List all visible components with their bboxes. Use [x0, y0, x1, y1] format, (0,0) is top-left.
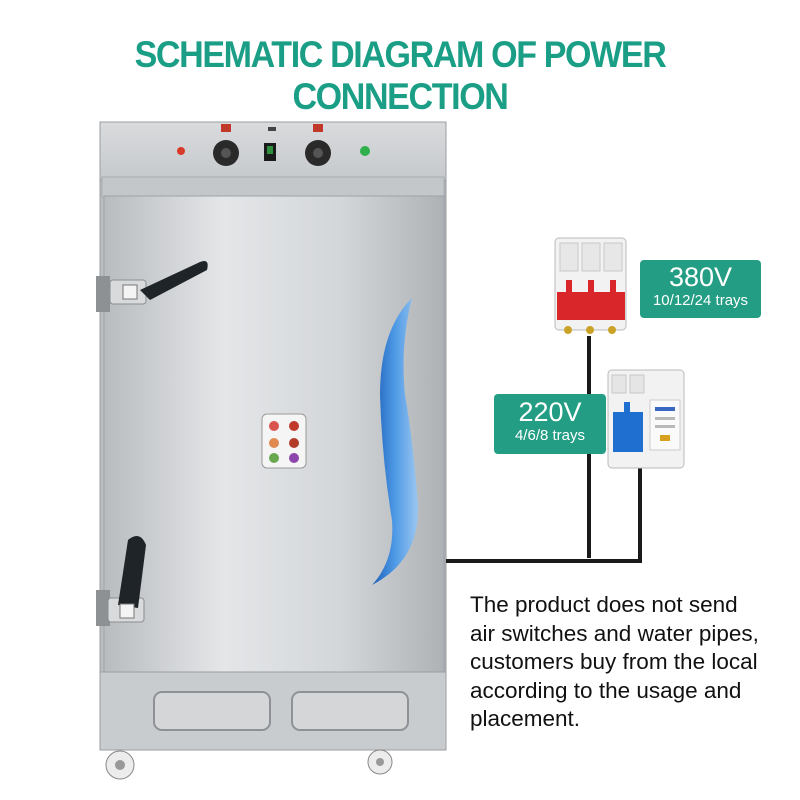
voltage-badge-380v: 380V 10/12/24 trays	[640, 260, 761, 318]
bottom-drawers	[153, 691, 409, 731]
trays-label: 4/6/8 trays	[514, 427, 586, 444]
breaker-380v	[554, 237, 627, 334]
door-handle-top	[96, 261, 208, 312]
note-line: customers buy from the local	[470, 649, 758, 674]
trays-label: 10/12/24 trays	[652, 292, 749, 309]
casters	[105, 749, 393, 780]
food-label	[261, 413, 307, 469]
blue-wave-decoration	[372, 298, 419, 585]
control-panel	[177, 124, 370, 166]
indicator-light-green	[360, 146, 370, 156]
diagram-title: SCHEMATIC DIAGRAM OF POWER CONNECTION	[134, 34, 667, 117]
purchase-note: The product does not send air switches a…	[470, 591, 790, 734]
note-line: placement.	[470, 706, 581, 731]
door-handle-bottom	[96, 536, 146, 626]
note-line: air switches and water pipes,	[470, 620, 759, 646]
breaker-220v	[607, 369, 685, 469]
indicator-light-red	[177, 147, 185, 155]
voltage-label: 380V	[668, 262, 733, 292]
voltage-label: 220V	[518, 397, 582, 427]
voltage-badge-220v: 220V 4/6/8 trays	[494, 394, 606, 454]
note-line: The product does not send	[470, 592, 738, 617]
note-line: according to the usage and	[470, 677, 742, 703]
